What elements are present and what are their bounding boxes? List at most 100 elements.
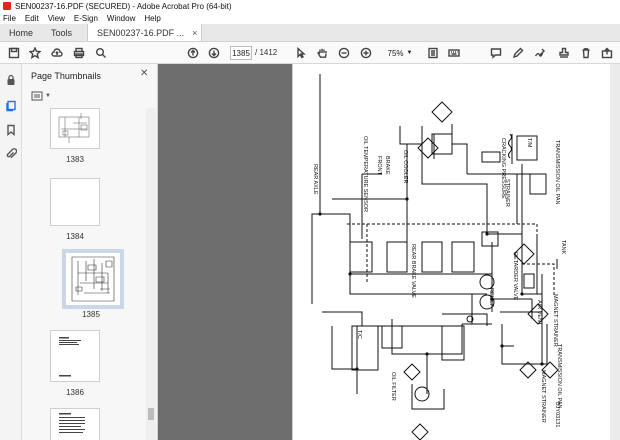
menu-window[interactable]: Window: [106, 13, 136, 23]
tab-document[interactable]: SEN00237-16.PDF ... ×: [87, 24, 203, 41]
minus-circle-icon: [338, 47, 350, 59]
fit-page-icon: [428, 47, 438, 59]
redact-button[interactable]: [578, 45, 594, 61]
window-title: SEN00237-16.PDF (SECURED) - Adobe Acroba…: [15, 1, 232, 11]
thumbnail-page[interactable]: [50, 108, 100, 149]
thumbnail-preview: [71, 256, 115, 302]
arrow-up-circle-icon: [187, 47, 199, 59]
trash-icon: [582, 48, 590, 59]
label-tm: T/M: [526, 138, 532, 148]
label-transmission-oil-pan-bottom: TRANSMISSION OIL PAN: [556, 344, 562, 409]
zoom-in-button[interactable]: [358, 45, 374, 61]
document-scrollbar[interactable]: [610, 64, 620, 440]
keyboard-icon: [448, 49, 460, 57]
arrow-down-circle-icon: [208, 47, 220, 59]
hand-icon: [317, 48, 327, 58]
acrobat-app-icon: [3, 2, 11, 10]
menu-esign[interactable]: E-Sign: [73, 13, 98, 23]
page-number-input[interactable]: 1385: [230, 46, 252, 60]
chevron-down-icon: ▼: [406, 50, 413, 56]
scrollbar-thumb[interactable]: [148, 408, 154, 420]
select-tool-button[interactable]: [293, 45, 309, 61]
attachments-icon[interactable]: [5, 148, 18, 160]
label-oil-cooler: OIL COOLER: [402, 150, 408, 183]
share-button[interactable]: [599, 45, 615, 61]
save-button[interactable]: [6, 45, 22, 61]
thumbnail-label: 1383: [66, 155, 84, 164]
thumbnail-options-icon: [31, 91, 43, 101]
tab-tools[interactable]: Tools: [51, 27, 73, 38]
label-rear-brake-valve: REAR BRAKE VALVE: [410, 244, 416, 298]
prev-page-button[interactable]: [185, 45, 201, 61]
bookmarks-icon[interactable]: [5, 124, 17, 136]
label-magnet-strainer-bottom: MAGNET STRAINER: [540, 370, 546, 423]
label-relief: RELIEF: [488, 288, 494, 308]
menu-view[interactable]: View: [47, 13, 65, 23]
zoom-value: 75%: [387, 48, 404, 58]
label-front: FRONT: [376, 156, 382, 176]
document-canvas[interactable]: REAR AXLE OIL TEMPERATURE SENSOR OIL COO…: [158, 64, 620, 440]
lock-icon[interactable]: [5, 74, 17, 86]
menu-edit[interactable]: Edit: [24, 13, 39, 23]
plus-circle-icon: [360, 47, 372, 59]
label-rear-axle: REAR AXLE: [312, 164, 318, 195]
close-icon[interactable]: ×: [192, 27, 198, 38]
thumbnail-page[interactable]: [50, 178, 100, 226]
highlight-button[interactable]: [510, 45, 526, 61]
drawing-id: BJY03131: [554, 402, 560, 427]
thumbnail-page[interactable]: [50, 408, 100, 440]
draw-button[interactable]: [532, 45, 548, 61]
label-strainer: STRAINER: [504, 179, 510, 207]
menu-help[interactable]: Help: [144, 13, 161, 23]
tab-document-label: SEN00237-16.PDF ...: [97, 27, 185, 38]
upload-button[interactable]: [49, 45, 65, 61]
main-toolbar: 1385 / 1412 75% ▼: [0, 42, 620, 64]
thumbnail-label: 1384: [66, 232, 84, 241]
thumbnail-options-button[interactable]: ▼: [31, 90, 53, 102]
zoom-select[interactable]: 75% ▼: [386, 46, 414, 60]
bookmark-star-button[interactable]: [27, 45, 43, 61]
stamp-icon: [559, 47, 569, 58]
chevron-down-icon: ▼: [45, 93, 51, 99]
label-tc: T/C: [356, 330, 362, 339]
thumbnail-preview: [58, 113, 90, 143]
save-icon: [8, 47, 20, 59]
label-oil-temp-sensor: OIL TEMPERATURE SENSOR: [362, 136, 368, 212]
comment-button[interactable]: [488, 45, 504, 61]
star-icon: [29, 47, 41, 59]
label-retarder-valve: RETARDER VALVE: [512, 252, 518, 301]
thumbnail-list[interactable]: 1383 1384 1385 1386: [22, 108, 146, 440]
pen-icon: [512, 47, 524, 59]
thumbnail-scrollbar[interactable]: [146, 108, 156, 440]
menu-file[interactable]: File: [3, 13, 16, 23]
navigation-rail: [0, 64, 22, 440]
hand-tool-button[interactable]: [314, 45, 330, 61]
fit-page-button[interactable]: [425, 45, 441, 61]
cloud-upload-icon: [51, 48, 63, 57]
share-icon: [601, 47, 613, 59]
label-magnet-strainer-top: MAGNET STRAINER: [552, 294, 558, 347]
page-thumbnails-icon[interactable]: [5, 100, 17, 112]
keyboard-button[interactable]: [446, 45, 462, 61]
tab-home[interactable]: Home: [9, 27, 34, 38]
title-bar: SEN00237-16.PDF (SECURED) - Adobe Acroba…: [0, 0, 620, 12]
page-total: / 1412: [255, 48, 278, 57]
pdf-page: REAR AXLE OIL TEMPERATURE SENSOR OIL COO…: [292, 64, 614, 440]
print-icon: [73, 47, 85, 59]
zoom-out-button[interactable]: [336, 45, 352, 61]
stamp-button[interactable]: [556, 45, 572, 61]
comment-icon: [490, 48, 502, 59]
print-button[interactable]: [71, 45, 87, 61]
next-page-button[interactable]: [206, 45, 222, 61]
search-button[interactable]: [93, 45, 109, 61]
hydraulic-schematic: REAR AXLE OIL TEMPERATURE SENSOR OIL COO…: [292, 64, 566, 440]
page-thumbnails-panel: Page Thumbnails ✕ ▼ 1383 1384: [22, 64, 158, 440]
close-icon[interactable]: ✕: [140, 68, 149, 79]
thumbnail-preview: [59, 413, 85, 433]
thumbnail-page[interactable]: [50, 330, 100, 382]
thumbnail-preview: [59, 337, 81, 377]
cursor-arrow-icon: [297, 47, 306, 59]
menu-bar: File Edit View E-Sign Window Help: [0, 12, 620, 24]
tab-bar: Home Tools SEN00237-16.PDF ... ×: [0, 24, 620, 42]
thumbnail-page-selected[interactable]: [62, 249, 124, 309]
